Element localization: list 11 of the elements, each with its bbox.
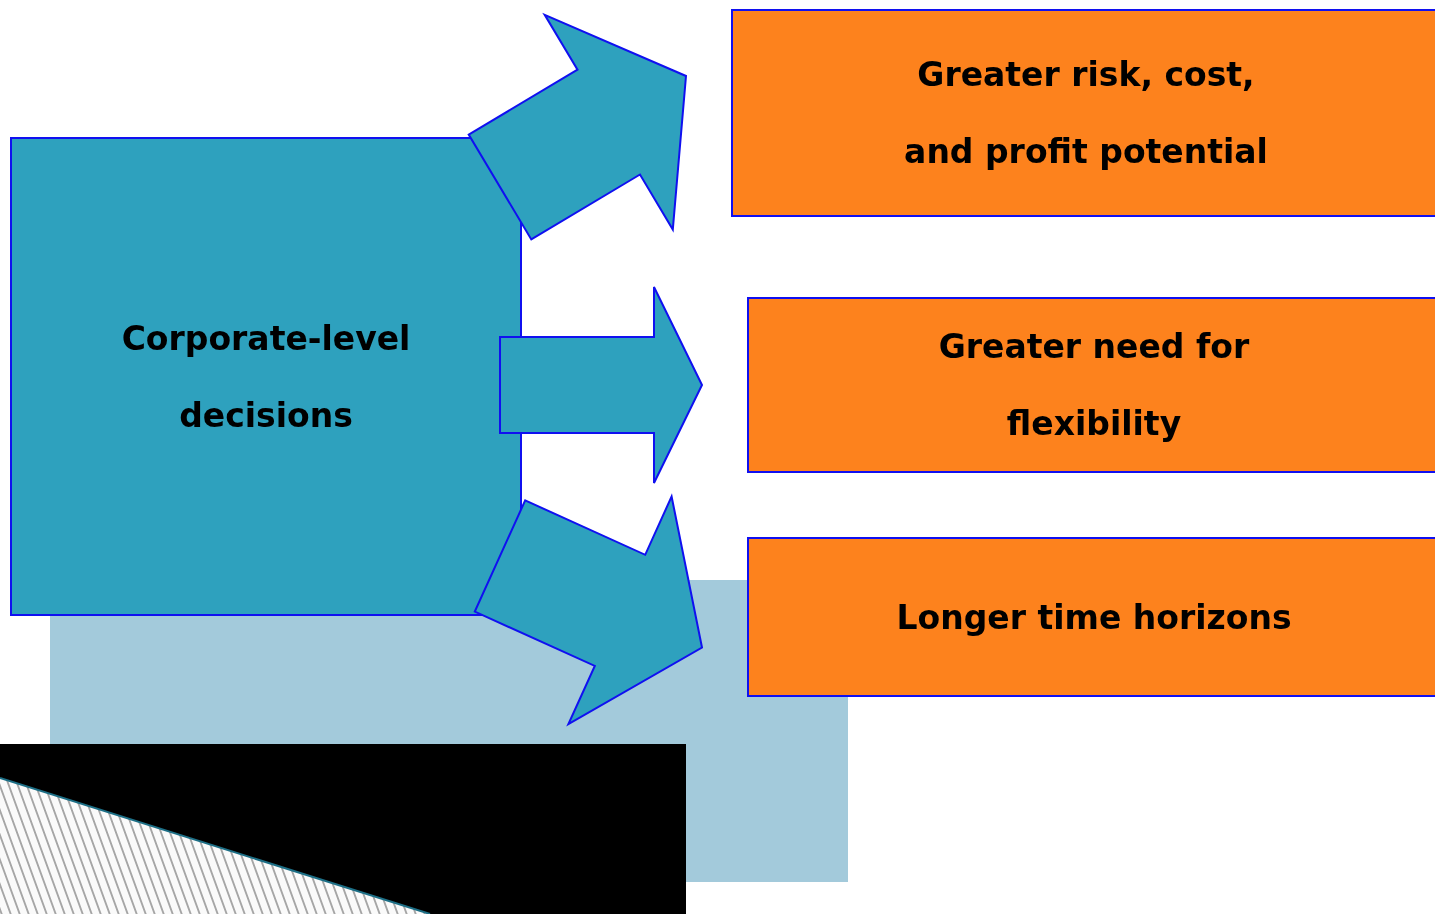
block-arrow — [473, 493, 704, 727]
outcome-box — [747, 297, 1435, 473]
box-text: Greater risk, cost, and profit potential — [903, 54, 1269, 173]
source-box — [10, 137, 522, 616]
block-arrow — [467, 12, 688, 241]
outcome-box — [731, 9, 1435, 217]
outcome-box — [747, 537, 1435, 697]
block-arrow — [499, 286, 704, 484]
box-text: Corporate-level decisions — [120, 317, 412, 437]
box-text: Greater need for flexibility — [937, 326, 1251, 445]
box-text: Longer time horizons — [896, 596, 1292, 639]
